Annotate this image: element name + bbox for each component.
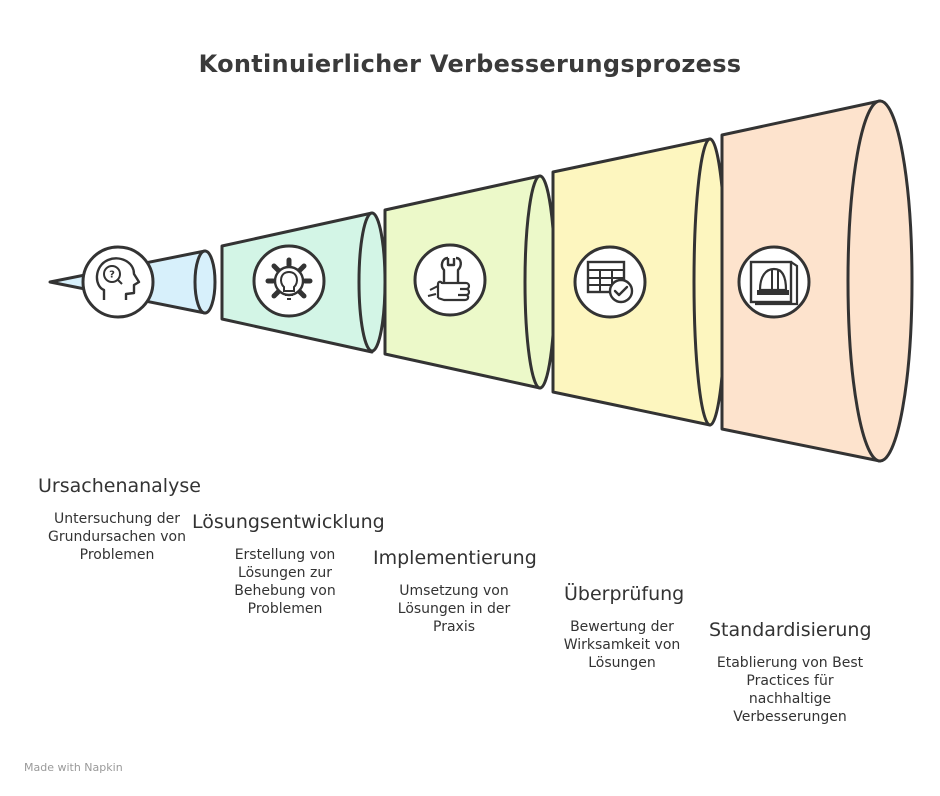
stage-title-4: Überprüfung	[564, 583, 685, 605]
wrench-hand-icon	[413, 243, 487, 317]
stage-description-1: Untersuchung der Grundursachen von Probl…	[48, 511, 186, 563]
funnel-diagram: ?	[48, 99, 914, 463]
diagram-title: Kontinuierlicher Verbesserungsprozess	[198, 50, 742, 78]
stage-title-2: Lösungsentwicklung	[192, 511, 385, 533]
stage-title-1: Ursachenanalyse	[38, 475, 201, 497]
napkin-footer: Made with Napkin	[24, 761, 123, 774]
stage-title-5: Standardisierung	[709, 619, 872, 641]
checklist-icon	[573, 245, 647, 319]
stage-description-5: Etablierung von Best Practices für nachh…	[716, 655, 864, 725]
stage-description-2: Erstellung von Lösungen zur Behebung von…	[234, 547, 336, 617]
svg-text:?: ?	[109, 270, 115, 281]
gear-lightbulb-icon	[252, 244, 326, 318]
question-head-icon: ?	[81, 245, 155, 319]
blueprint-helmet-icon	[737, 245, 811, 319]
stage-description-4: Bewertung der Wirksamkeit von Lösungen	[563, 619, 681, 671]
stage-title-3: Implementierung	[373, 547, 537, 569]
stage-description-3: Umsetzung von Lösungen in der Praxis	[397, 583, 511, 635]
